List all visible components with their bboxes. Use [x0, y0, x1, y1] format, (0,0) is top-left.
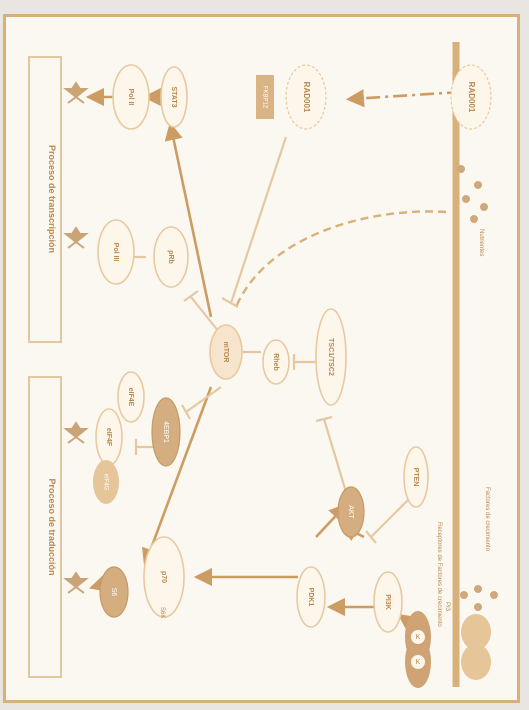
nutrient-dot	[474, 181, 482, 189]
translation-label: Proceso de traducción	[47, 478, 57, 575]
pi3-small-label: PI3	[444, 602, 450, 612]
arrow-mtor-p70	[141, 386, 213, 567]
pi3k-node: PI3K	[373, 571, 403, 633]
svg-text:RAD001: RAD001	[302, 82, 311, 113]
inhibit-rad-mtor	[229, 136, 288, 304]
tsc-node: TSC1/TSC2	[315, 308, 347, 406]
kinase-label: K	[416, 659, 421, 666]
svg-text:FKBP12: FKBP12	[261, 86, 267, 109]
growth-factor-dots	[460, 585, 498, 611]
svg-text:Pol III: Pol III	[112, 243, 119, 262]
4ebp1-node: 4EBP1	[151, 397, 181, 467]
svg-text:TSC1/TSC2: TSC1/TSC2	[327, 338, 334, 376]
arrow-rad001-entry	[345, 89, 462, 108]
svg-text:AKT: AKT	[347, 505, 354, 519]
transcription-label: Proceso de transcripción	[47, 145, 57, 253]
svg-text:4EBP1: 4EBP1	[162, 421, 169, 443]
eif4e-node: eIF4E	[117, 371, 145, 423]
inhibit-bar	[315, 415, 333, 423]
pol3-node: Pol III	[97, 219, 135, 285]
svg-text:pRb: pRb	[167, 250, 174, 264]
pten-node: PTEN	[403, 446, 429, 508]
svg-text:p70: p70	[160, 571, 167, 583]
transcript-icon	[63, 226, 89, 249]
nutrients-label: Nutrientes	[478, 229, 484, 256]
p70-node: p70	[143, 536, 185, 618]
svg-text:eIF4G: eIF4G	[102, 474, 108, 491]
protein-icon	[63, 421, 89, 444]
receptors-label: Receptores de Factores de crecimiento	[436, 522, 442, 627]
growth-factor-receptor: K K	[405, 611, 491, 688]
inhibit-bar	[365, 530, 377, 544]
gene-product-icons	[63, 81, 89, 594]
pdk1-node: PDK1	[296, 566, 326, 628]
inhibit-mtor-4ebp1	[185, 386, 222, 413]
akt-node: AKT	[337, 486, 365, 538]
nutrient-dot	[470, 215, 478, 223]
svg-text:RAD001: RAD001	[467, 82, 476, 113]
rad001-top: RAD001	[450, 64, 492, 130]
mtor-node: mTOR	[209, 324, 243, 380]
pathway-diagram: Proceso de transcripción Proceso de trad…	[28, 42, 498, 688]
svg-text:PI3K: PI3K	[384, 594, 391, 610]
svg-text:eIF4E: eIF4E	[127, 388, 134, 407]
inhibit-bar	[183, 290, 199, 302]
rheb-node: Rheb	[262, 339, 290, 385]
kinase-label: K	[416, 634, 421, 641]
growth-factor-dot	[474, 603, 482, 611]
eif4g-node: eIF4G	[93, 460, 119, 504]
inhibit-bar	[181, 404, 191, 420]
growth-factor-dot	[460, 591, 468, 599]
transcription-box: Proceso de transcripción	[28, 56, 62, 343]
nutrient-dot	[480, 203, 488, 211]
rad001-mid: RAD001	[285, 64, 327, 130]
prb-node: pRb	[153, 226, 189, 288]
growth-factors-label: Factores de crecimiento	[484, 487, 490, 552]
svg-text:PDK1: PDK1	[307, 588, 314, 607]
growth-factor-dot	[490, 591, 498, 599]
svg-text:PTEN: PTEN	[412, 468, 419, 487]
protein-icon	[63, 571, 89, 594]
nutrient-dots	[457, 165, 488, 223]
transcript-icon	[63, 81, 89, 104]
svg-text:Rheb: Rheb	[272, 353, 279, 371]
translation-box: Proceso de traducción	[28, 376, 62, 678]
svg-text:mTOR: mTOR	[222, 342, 229, 363]
svg-text:S6: S6	[110, 588, 117, 597]
inhibit-bar	[221, 297, 239, 308]
fkbp12: FKBP12	[256, 75, 274, 119]
svg-text:STAT3: STAT3	[170, 86, 177, 107]
nutrient-dot	[462, 195, 470, 203]
diagram-frame: Proceso de transcripción Proceso de trad…	[3, 14, 520, 703]
svg-text:eIF4F: eIF4F	[105, 428, 112, 447]
s6k-label: S6K	[159, 607, 165, 618]
eif4f-node: eIF4F	[95, 408, 123, 466]
pol2-node: Pol II	[112, 64, 150, 130]
inhibit-akt-tsc	[322, 418, 348, 493]
arrow-nutrients-mtor	[234, 210, 447, 308]
arrow-mtor-stat3	[164, 121, 213, 318]
inhibit-pten-akt	[370, 496, 412, 538]
nutrient-dot	[457, 165, 465, 173]
stat3-node: STAT3	[160, 66, 188, 128]
svg-text:Pol II: Pol II	[127, 89, 134, 106]
growth-factor-dot	[474, 585, 482, 593]
s6-node: S6	[99, 566, 129, 618]
